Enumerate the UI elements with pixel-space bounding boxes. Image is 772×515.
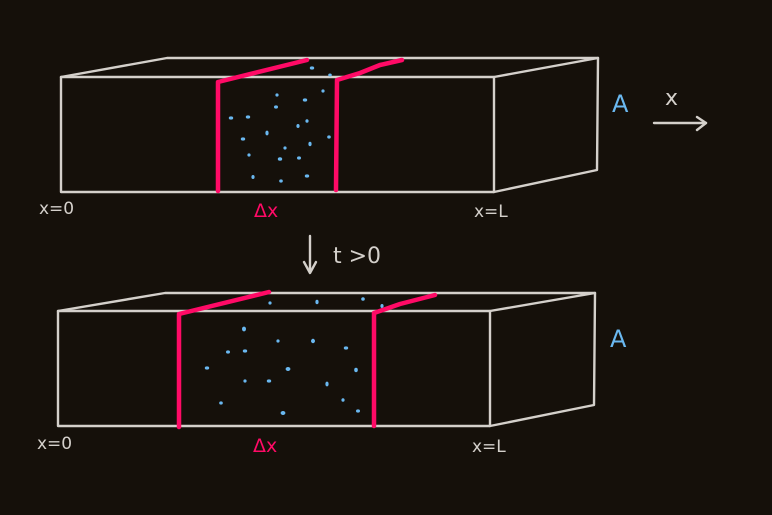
bottom-bar-front-face xyxy=(56,309,492,428)
bottom-bar-particles xyxy=(204,297,384,415)
bottom-right-position-label: x=L xyxy=(472,437,506,457)
top-left-slice-boundary xyxy=(215,57,310,194)
bottom-slice-width-label: Δx xyxy=(253,435,278,457)
bottom-bar-side-face xyxy=(488,291,597,428)
top-cross-section-area-label: A xyxy=(612,90,629,118)
top-right-position-label: x=L xyxy=(474,202,508,222)
bottom-right-slice-boundary xyxy=(371,292,438,429)
top-bar-particles xyxy=(228,66,332,183)
axis-direction-label: x xyxy=(665,86,679,111)
bottom-left-slice-boundary xyxy=(176,289,272,430)
down-arrow-icon xyxy=(302,234,318,275)
x-axis-arrow xyxy=(652,115,708,132)
top-slice-width-label: Δx xyxy=(254,200,279,222)
top-bar-side-face xyxy=(492,56,600,194)
top-left-position-label: x=0 xyxy=(39,199,75,219)
bottom-cross-section-area-label: A xyxy=(610,325,627,353)
bottom-bar xyxy=(56,289,597,430)
time-condition-label: t >0 xyxy=(333,244,382,269)
bottom-bar-top-face xyxy=(56,291,597,313)
top-bar-top-face xyxy=(59,56,600,79)
top-right-slice-boundary xyxy=(333,57,405,193)
top-bar xyxy=(59,56,600,194)
bottom-left-position-label: x=0 xyxy=(37,434,73,454)
